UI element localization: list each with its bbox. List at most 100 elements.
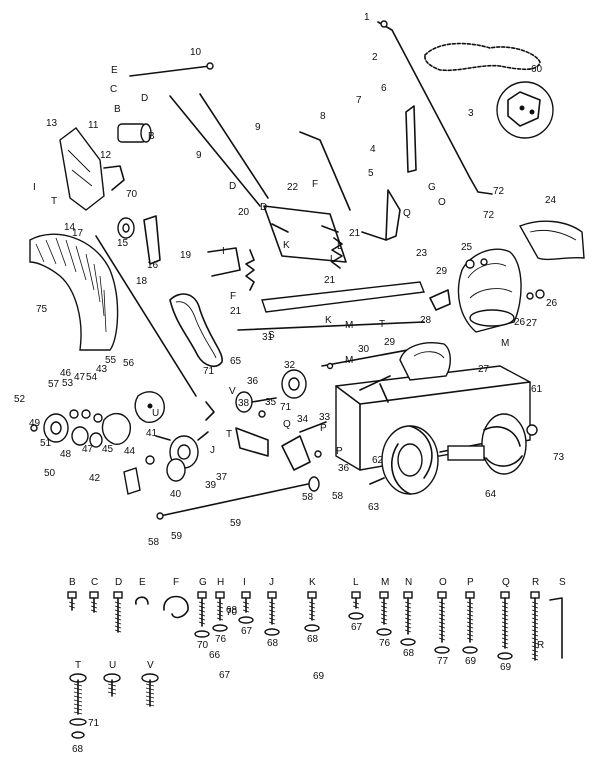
callout-47: 47 [82,444,94,455]
hardware-S: S [549,577,566,659]
callout-36: 36 [338,463,350,474]
hardware-F: F [163,577,189,619]
callout-letter-S: S [268,330,275,341]
callout-letter-Q: Q [403,208,411,219]
callout-59: 59 [230,518,242,529]
callout-letter-U: U [152,408,159,419]
callout-72: 72 [483,210,495,221]
hardware-U: U [103,660,121,697]
washer-26 [465,259,545,299]
callout-labels: 1234567899101112131415161718192021212122… [14,12,565,682]
hardware-sub-69: 69 [465,656,477,667]
hardware-letter-F: F [173,577,179,588]
hardware-letter-V: V [147,660,154,671]
callout-14: 14 [64,222,76,233]
callout-36: 36 [247,376,259,387]
hardware-sub-68: 68 [267,638,279,649]
callout-17: 17 [72,228,84,239]
callout-26: 26 [546,298,558,309]
hardware-letter-I: I [243,577,246,588]
hardware-letter-M: M [381,577,389,588]
bearing-11 [117,123,152,143]
hardware-N: N68 [400,577,416,659]
shaft-18 [95,235,197,397]
hardware-sub-67: 67 [351,622,363,633]
hardware-K: K68 [304,577,320,645]
hardware-sub-70: 70 [197,640,209,651]
callout-5: 5 [368,168,374,179]
spring-21 [331,237,343,269]
hardware-letter-K: K [309,577,316,588]
callout-letter-P: P [320,423,327,434]
hardware-B: B [67,577,77,611]
hardware-sub-71: 71 [88,718,100,729]
callout-47: 47 [74,372,86,383]
belt-19 [169,293,223,368]
callout-45: 45 [102,444,114,455]
lever-5 [361,189,401,241]
callout-30: 30 [358,344,370,355]
gear-set-46-56 [30,409,103,448]
hardware-L: L 67 [348,577,364,633]
callout-22: 22 [287,182,299,193]
callout-58: 58 [302,492,314,503]
callout-41: 41 [146,428,158,439]
callout-21: 21 [230,306,242,317]
hardware-sub-69: 69 [500,662,512,673]
hardware-letter-L: L [353,577,359,588]
hardware-letter-T: T [75,660,81,671]
callout-66: 66 [209,650,221,661]
callout-letter-P: P [336,446,343,457]
callout-25: 25 [461,242,473,253]
callout-65: 65 [230,356,242,367]
hardware-E: E [135,577,149,605]
callout-letter-C: C [110,84,117,95]
callout-43: 43 [96,364,108,375]
hardware-sub-76: 76 [379,638,391,649]
callout-59: 59 [171,531,183,542]
callout-46: 46 [60,368,72,379]
callout-letter-T: T [226,429,232,440]
callout-letter-M: M [345,355,353,366]
callout-27: 27 [526,318,538,329]
callout-letter-B: B [114,104,121,115]
callout-letter-B: B [148,131,155,142]
pulley-15 [117,217,135,239]
callout-letter-D: D [141,93,148,104]
frame-23 [263,205,347,263]
callout-letter-M: M [501,338,509,349]
callout-11: 11 [88,120,99,131]
callout-57: 57 [48,379,60,390]
callout-53: 53 [62,378,74,389]
plate-41 [166,458,186,482]
callout-19: 19 [180,250,192,261]
callout-16: 16 [147,260,159,271]
hardware-letter-R: R [532,577,539,588]
hardware-C: C [89,577,99,613]
callout-72: 72 [493,186,505,197]
callout-letter-R: R [537,640,544,651]
chute-deflector-25 [518,220,585,261]
callout-56: 56 [123,358,135,369]
callout-33: 33 [319,412,331,423]
spring-61 [424,42,541,72]
callout-letter-K: K [325,315,332,326]
callout-58: 58 [148,537,160,548]
cover-45 [101,413,131,445]
pin-64 [369,477,385,485]
callout-69: 69 [313,671,325,682]
hardware-J: J 68 [264,577,280,649]
hardware-O: O77 [434,577,450,667]
callout-10: 10 [190,47,202,58]
bearing-37 [235,391,277,413]
spring-22 [245,249,255,291]
plate-24 [261,281,425,313]
callout-58: 58 [332,491,344,502]
hardware-D: D [113,577,123,633]
callout-67: 67 [219,670,231,681]
hardware-letter-J: J [269,577,274,588]
callout-39: 39 [205,480,217,491]
control-rod-1-2 [377,20,493,195]
callout-18: 18 [136,276,148,287]
